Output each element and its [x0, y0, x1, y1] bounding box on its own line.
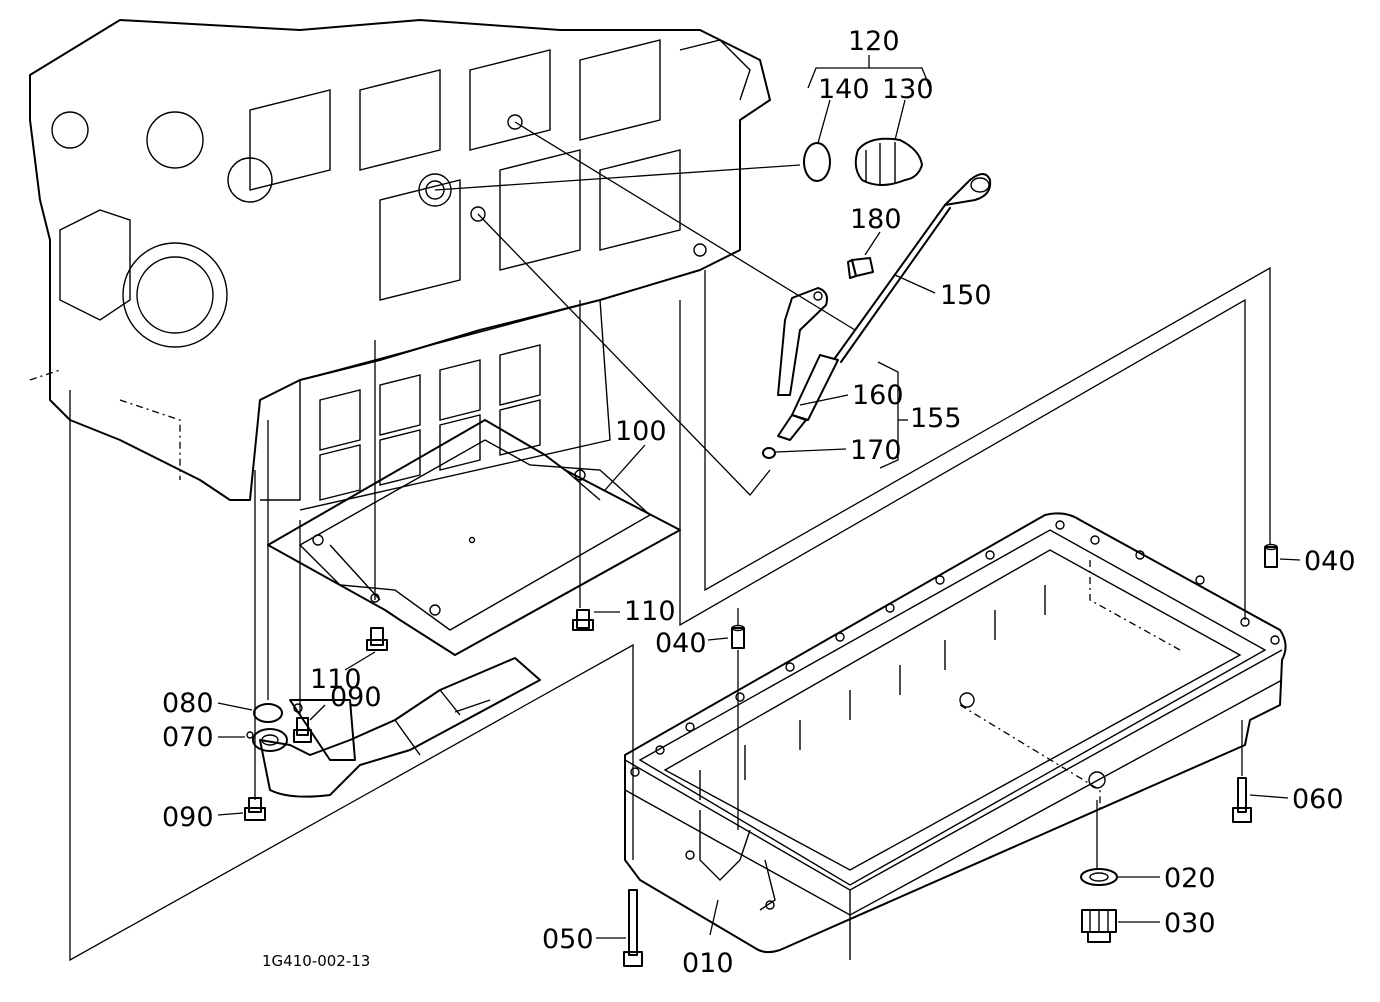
callout-155-bracket	[877, 361, 899, 469]
callout-110-right: 110	[624, 596, 676, 627]
callout-150: 150	[940, 280, 992, 311]
o-ring-140	[803, 142, 831, 182]
callout-140: 140	[818, 74, 870, 105]
callout-170: 170	[850, 435, 902, 466]
plug-180	[847, 257, 874, 279]
callout-120-bracket	[807, 55, 931, 89]
callout-180: 180	[850, 204, 902, 235]
baffle-plate-100	[267, 419, 681, 656]
callout-020: 020	[1164, 863, 1216, 894]
callout-130: 130	[882, 74, 934, 105]
callout-030: 030	[1164, 908, 1216, 939]
oil-pan-010	[624, 512, 1287, 960]
callout-050: 050	[542, 924, 594, 955]
callout-080: 080	[162, 688, 214, 719]
callout-070: 070	[162, 722, 214, 753]
drain-plug-030	[1081, 909, 1117, 943]
callout-090-lower: 090	[162, 802, 214, 833]
dipstick-guide-160	[777, 287, 839, 441]
callout-060: 060	[1292, 784, 1344, 815]
o-ring-170	[762, 447, 776, 459]
bolt-110-left	[366, 627, 388, 651]
callout-090-upper: 090	[330, 682, 382, 713]
callout-040-right: 040	[1304, 546, 1356, 577]
dowel-pin-040-right	[1264, 543, 1278, 568]
callout-160: 160	[852, 380, 904, 411]
o-ring-080	[253, 703, 283, 723]
bolt-090-lower	[244, 797, 266, 821]
dipstick-150	[834, 173, 992, 363]
figure-reference-code: 1G410-002-13	[262, 952, 370, 970]
bolt-110-right	[572, 609, 594, 631]
washer-020	[1080, 868, 1118, 886]
callout-100: 100	[615, 416, 667, 447]
dowel-pin-040-left	[731, 624, 745, 649]
callout-010: 010	[682, 948, 734, 979]
bolt-090-upper	[293, 717, 312, 743]
gasket-070	[246, 728, 288, 752]
callout-040-left: 040	[655, 628, 707, 659]
oil-filler-cap-130	[854, 137, 923, 186]
callout-110-left: 110	[310, 664, 362, 695]
callout-155: 155	[910, 403, 962, 434]
callout-120: 120	[848, 26, 900, 57]
bolt-060	[1232, 777, 1252, 823]
bolt-050	[623, 889, 643, 967]
oil-strainer	[259, 657, 541, 798]
